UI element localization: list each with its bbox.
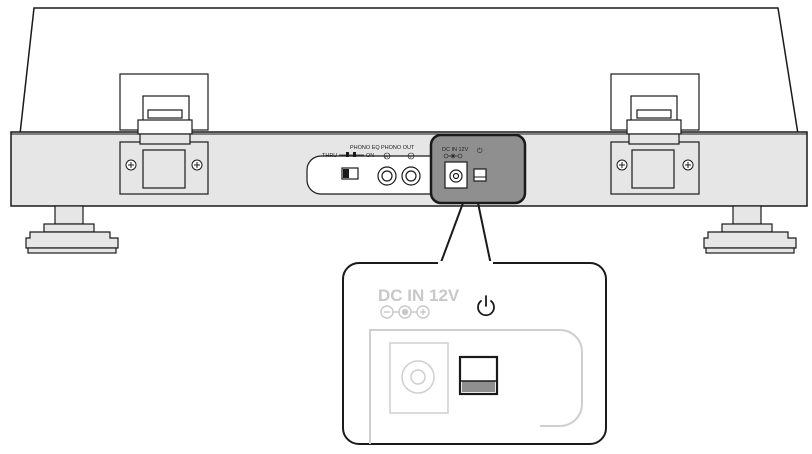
panel-power-symbol: ⏻ (477, 147, 483, 155)
zoom-dc-in-jack (401, 360, 435, 394)
power-button[interactable] (473, 168, 487, 182)
phono-eq-label: PHONO EQ (350, 145, 380, 151)
polarity-icon (443, 153, 463, 159)
screw-icon (682, 159, 694, 171)
dc-in-jack[interactable] (449, 169, 463, 183)
right-foot (703, 205, 797, 254)
screw-icon (125, 159, 137, 171)
panel-dc-in-label: DC IN 12V (442, 147, 469, 153)
zoom-panel-outline (369, 329, 583, 444)
left-foot (25, 205, 119, 254)
phono-out-r-mark: R (385, 154, 388, 159)
polarity-icon (380, 305, 430, 319)
screw-icon (616, 159, 628, 171)
thru-label: THRU (322, 153, 337, 159)
phono-out-label: PHONO OUT (381, 145, 415, 151)
phono-eq-switch[interactable] (341, 167, 359, 180)
phono-out-l-mark: L (410, 154, 413, 159)
phono-out-l-jack[interactable] (401, 166, 421, 186)
on-label: ON (366, 153, 374, 159)
power-icon (477, 295, 495, 317)
callout-line-right (477, 202, 492, 266)
phono-out-r-jack[interactable] (377, 166, 397, 186)
callout-line-left (439, 202, 464, 266)
screw-icon (191, 159, 203, 171)
zoom-dc-in-label: DC IN 12V (378, 286, 460, 305)
